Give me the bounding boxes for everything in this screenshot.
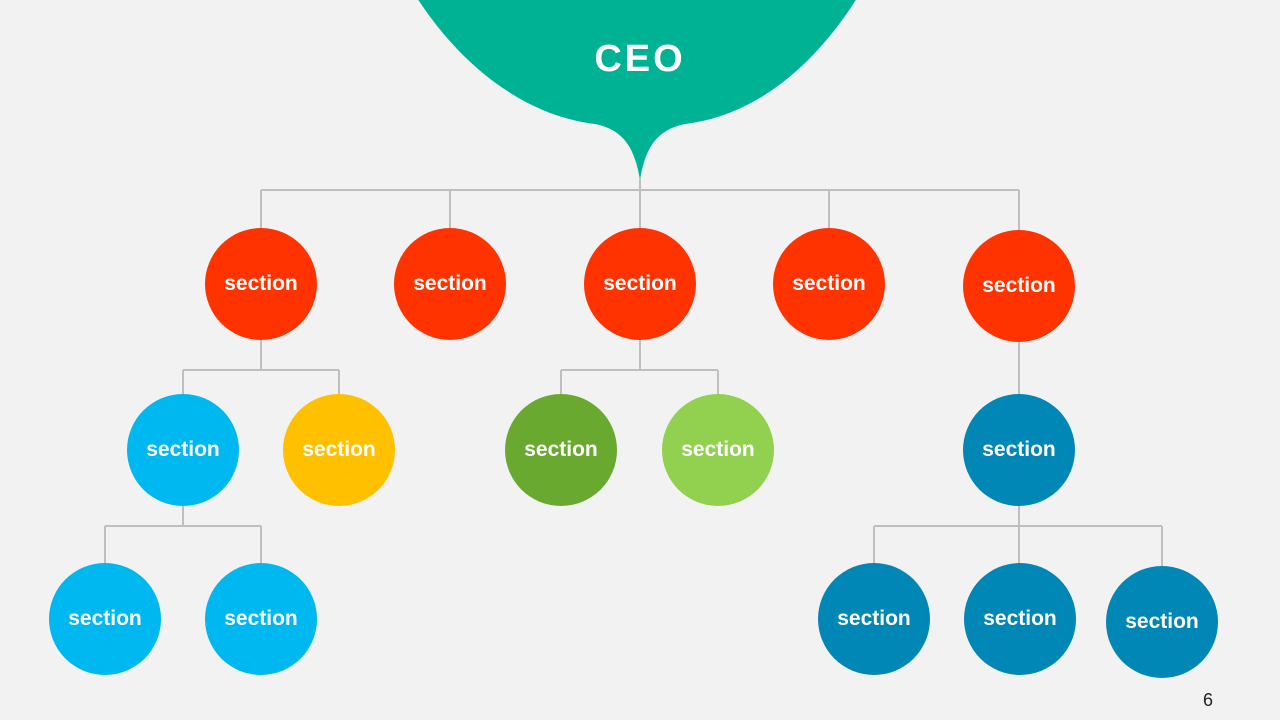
- level2-node-2: section: [283, 394, 395, 506]
- level1-node-5: section: [963, 230, 1075, 342]
- level3-node-5: section: [1106, 566, 1218, 678]
- level3-node-1: section: [49, 563, 161, 675]
- level2-node-5: section: [963, 394, 1075, 506]
- level2-node-3: section: [505, 394, 617, 506]
- level1-node-3: section: [584, 228, 696, 340]
- ceo-bubble-shape: [418, 0, 856, 180]
- level3-node-3: section: [818, 563, 930, 675]
- level1-node-4: section: [773, 228, 885, 340]
- level2-node-1: section: [127, 394, 239, 506]
- level1-node-2: section: [394, 228, 506, 340]
- level1-node-1: section: [205, 228, 317, 340]
- page-number: 6: [1202, 690, 1213, 710]
- level2-node-4: section: [662, 394, 774, 506]
- ceo-label: CEO: [594, 38, 686, 80]
- level3-node-4: section: [964, 563, 1076, 675]
- level3-node-2: section: [205, 563, 317, 675]
